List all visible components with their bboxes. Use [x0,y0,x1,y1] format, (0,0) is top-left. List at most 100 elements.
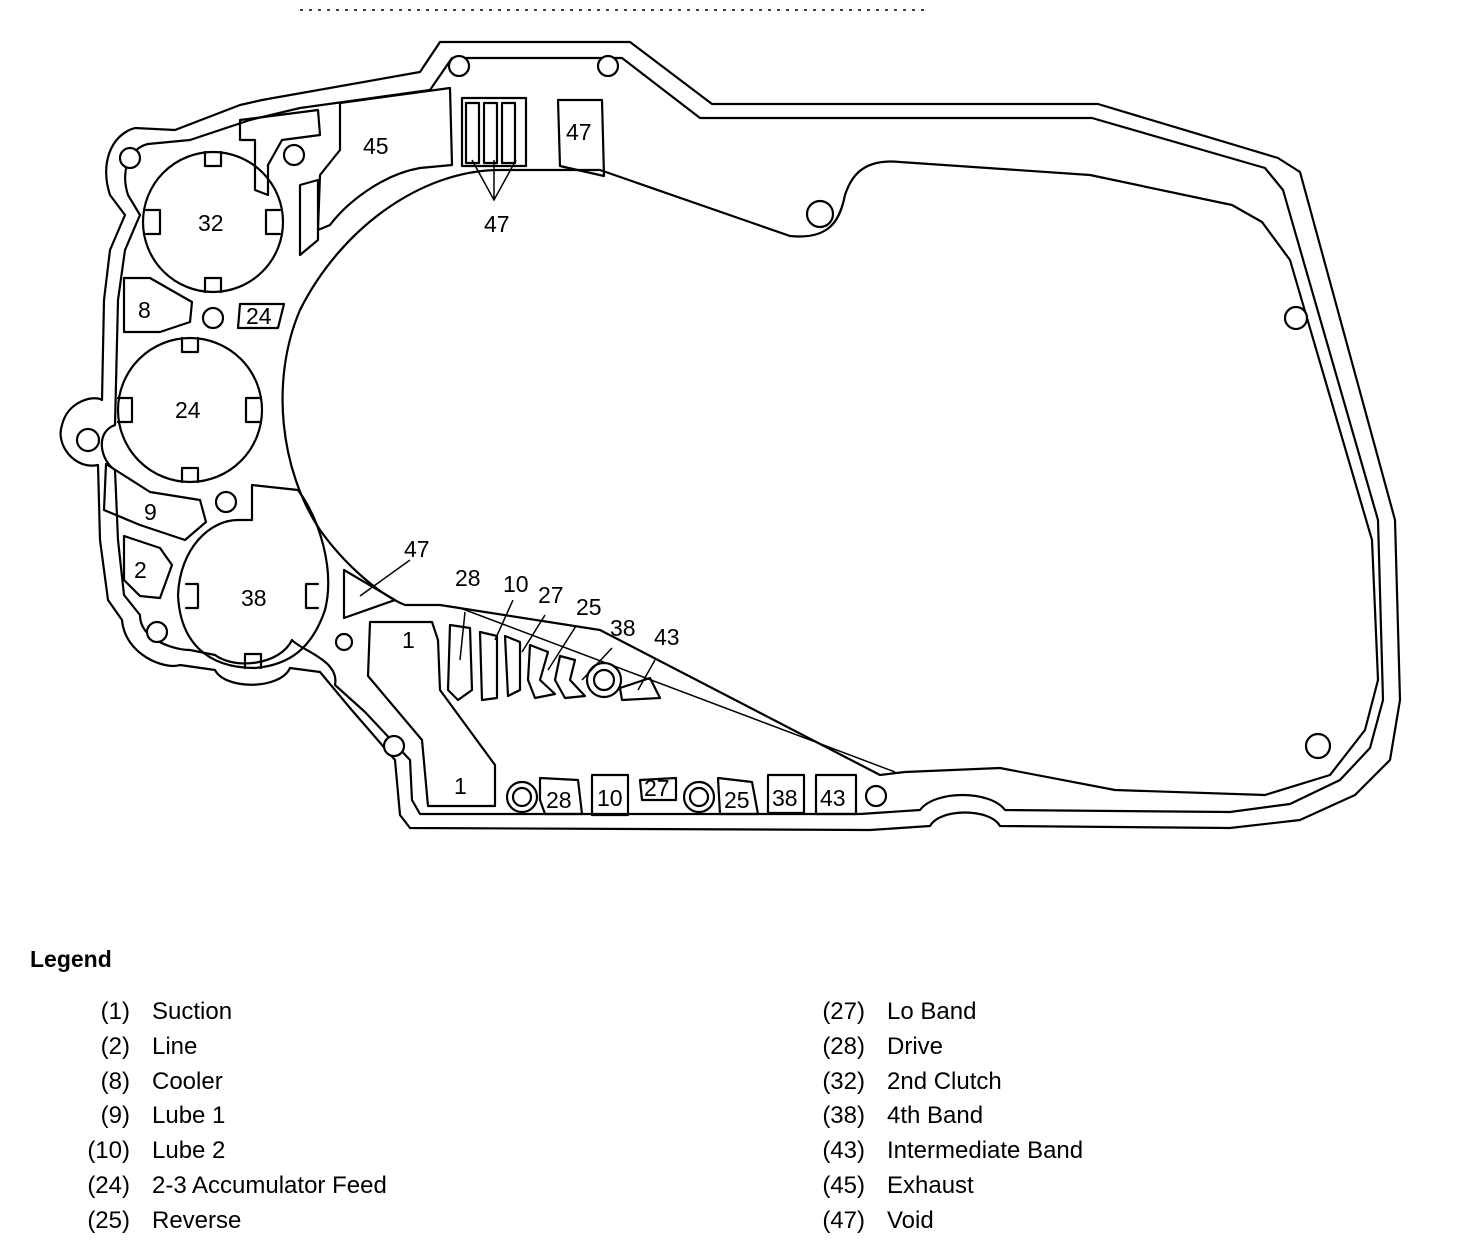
legend-number: (8) [100,1067,130,1095]
legend-label: Reverse [152,1206,242,1234]
legend-label: 2-3 Accumulator Feed [152,1171,387,1199]
port-label-25: 25 [724,787,750,813]
port-label-38: 38 [772,785,798,811]
label-32: 32 [198,210,224,236]
label-38: 38 [241,585,267,611]
label-9: 9 [144,499,157,525]
port-label-10: 10 [597,785,623,811]
check-ball-ring-inner [688,786,710,808]
label-45: 45 [363,133,389,159]
bore-24 [116,336,264,484]
legend-title: Legend [30,946,112,972]
bolt-hole [596,54,620,78]
channel-8 [122,276,194,334]
legend-item: (10) Lube 2 [60,1134,387,1169]
legend-label: 2nd Clutch [887,1067,1002,1095]
legend-number: (47) [822,1206,865,1234]
bolt-hole [447,54,471,78]
label-43: 43 [654,624,680,650]
legend-label: Suction [152,998,233,1025]
channel-45 [316,86,454,232]
bottom-ports [538,773,858,817]
legend-number: (1) [100,998,130,1025]
bolt-hole [282,143,306,167]
legend-number: (27) [822,998,865,1025]
legend-number: (9) [100,1102,130,1130]
label-27: 27 [538,582,564,608]
legend-label: Lube 1 [152,1102,226,1130]
finger-slots [446,599,662,702]
legend-number: (10) [87,1137,130,1165]
label-47-box: 47 [566,119,592,145]
channel-47-left [342,568,397,620]
legend-label: Lube 2 [152,1137,226,1165]
gasket-diagram: 32 45 47 47 8 24 24 9 2 38 47 1 1 28 10 … [59,9,1402,832]
gasket-inner-outline [100,56,1385,816]
legend-label: Line [152,1032,198,1060]
bolt-hole [118,146,142,170]
label-1-bottom: 1 [454,773,467,799]
bolt-hole [214,490,238,514]
label-24-small: 24 [246,303,272,329]
legend-number: (2) [100,1032,130,1060]
bolt-hole [1304,732,1332,760]
legend-item: (28)Drive [795,1030,1083,1065]
legend-number: (25) [87,1206,130,1234]
legend-item: (38) 4th Band [795,1099,1083,1134]
passage-32-top [238,108,322,197]
bolt-hole [75,427,101,453]
legend-number: (32) [822,1067,865,1095]
label-47-top: 47 [484,211,510,237]
legend-number: (45) [822,1171,865,1199]
channel-2 [122,534,174,600]
label-24: 24 [175,397,201,423]
label-38b: 38 [610,615,636,641]
bolt-hole [382,734,406,758]
legend-item: (27) Lo Band [795,995,1083,1030]
bolt-hole [334,632,354,652]
channel-24-small [236,302,286,330]
port-label-28: 28 [546,787,572,813]
legend-item: (43) Intermediate Band [795,1134,1083,1169]
void-slots-47-top [460,96,528,202]
port-label-27: 27 [644,775,670,801]
check-ball-ring-inner [592,668,616,692]
label-47-left: 47 [404,536,430,562]
bolt-hole [145,620,169,644]
legend-label: 4th Band [887,1102,984,1130]
legend-item: (32) 2nd Clutch [795,1065,1083,1100]
legend-column-right: (27) Lo Band (28)Drive (32) 2nd Clutch (38… [795,995,1083,1239]
legend-label: Void [887,1206,934,1234]
legend-item: (1) Suction [60,995,387,1030]
channel-1 [366,620,497,808]
bolt-hole [1283,305,1309,331]
label-10: 10 [503,571,529,597]
passage-32-side [298,178,320,257]
bore-32 [141,150,285,294]
channel-9 [102,462,208,542]
legend-item: (25) Reverse [60,1204,387,1239]
bore-38 [176,483,330,670]
leader-47-left [359,559,411,597]
bolt-hole [864,784,888,808]
legend-label: Exhaust [887,1171,974,1199]
legend-label: Cooler [152,1067,223,1095]
bolt-hole [201,306,225,330]
legend-label: Lo Band [887,998,977,1025]
legend-column-left: (1) Suction (2) Line (8) Cooler (9) Lube 1 (… [60,995,387,1239]
legend-item: (8) Cooler [60,1065,387,1100]
void-box-47 [556,98,606,178]
legend-number: (24) [87,1171,130,1199]
check-ball-ring-inner [511,786,533,808]
gasket-outer-outline [59,40,1402,832]
legend-item: (24) 2-3 Accumulator Feed [60,1169,387,1204]
label-25: 25 [576,594,602,620]
legend-number: (28) [822,1032,865,1060]
label-2: 2 [134,557,147,583]
legend-number: (43) [822,1137,865,1165]
label-8: 8 [138,297,151,323]
legend-label: Intermediate Band [887,1137,1084,1165]
label-28: 28 [455,565,481,591]
legend-number: (38) [822,1102,865,1130]
label-1-top: 1 [402,627,415,653]
